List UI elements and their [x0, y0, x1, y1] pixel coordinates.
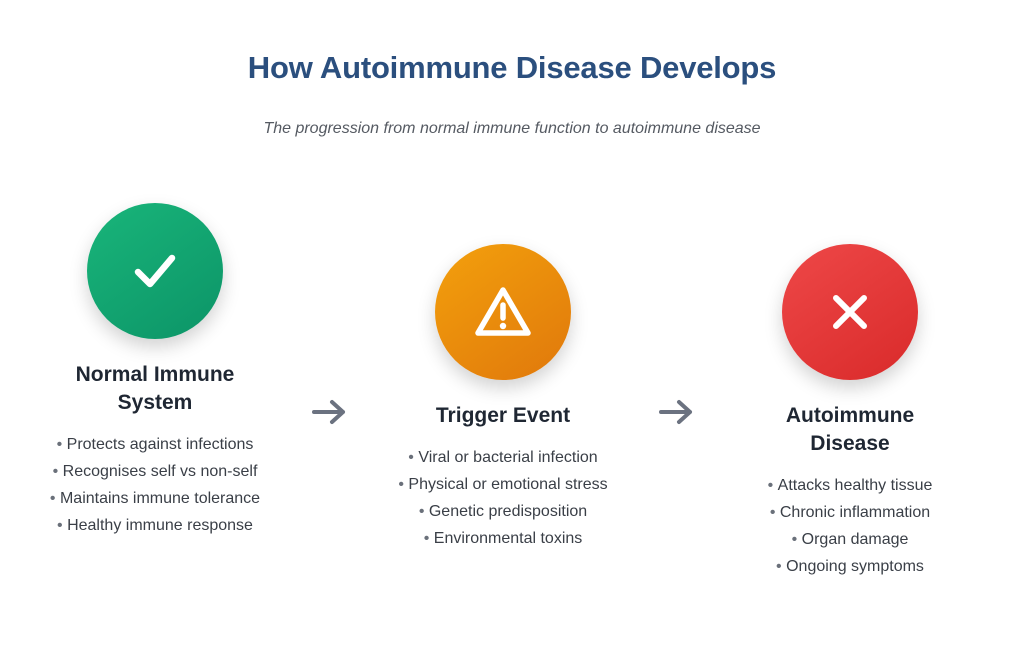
stage-trigger-event: Trigger Event Viral or bacterial infecti…: [373, 244, 633, 552]
stage-title-trigger: Trigger Event: [435, 404, 571, 427]
checkmark-icon: [134, 254, 176, 288]
list-item: Protects against infections: [35, 431, 275, 458]
list-item: Recognises self vs non-self: [35, 458, 275, 485]
stage-normal-immune-system: Normal Immune System Protects against in…: [25, 203, 285, 539]
cross-icon: [833, 295, 867, 329]
list-item: Physical or emotional stress: [373, 471, 633, 498]
stage-list-disease: Attacks healthy tissue Chronic inflammat…: [720, 472, 980, 580]
stage-circle-normal: [87, 203, 223, 339]
arrow-right-icon: [659, 400, 692, 424]
list-item: Attacks healthy tissue: [720, 472, 980, 499]
list-item: Ongoing symptoms: [720, 553, 980, 580]
stage-circle-trigger: [435, 244, 571, 380]
list-item: Maintains immune tolerance: [35, 485, 275, 512]
page-title: How Autoimmune Disease Develops: [247, 50, 777, 85]
arrow-right-icon: [312, 400, 345, 424]
stage-title-disease: Autoimmune Disease: [785, 404, 915, 455]
warning-icon: [475, 287, 531, 336]
stage-title-normal: Normal Immune System: [75, 363, 235, 414]
stage-circle-disease: [782, 244, 918, 380]
list-item: Organ damage: [720, 526, 980, 553]
list-item: Genetic predisposition: [373, 498, 633, 525]
list-item: Healthy immune response: [35, 512, 275, 539]
page-subtitle: The progression from normal immune funct…: [263, 120, 761, 137]
stage-autoimmune-disease: Autoimmune Disease Attacks healthy tissu…: [720, 244, 980, 580]
stage-list-trigger: Viral or bacterial infection Physical or…: [373, 444, 633, 552]
list-item: Chronic inflammation: [720, 499, 980, 526]
list-item: Viral or bacterial infection: [373, 444, 633, 471]
list-item: Environmental toxins: [373, 525, 633, 552]
stage-list-normal: Protects against infections Recognises s…: [35, 431, 275, 539]
